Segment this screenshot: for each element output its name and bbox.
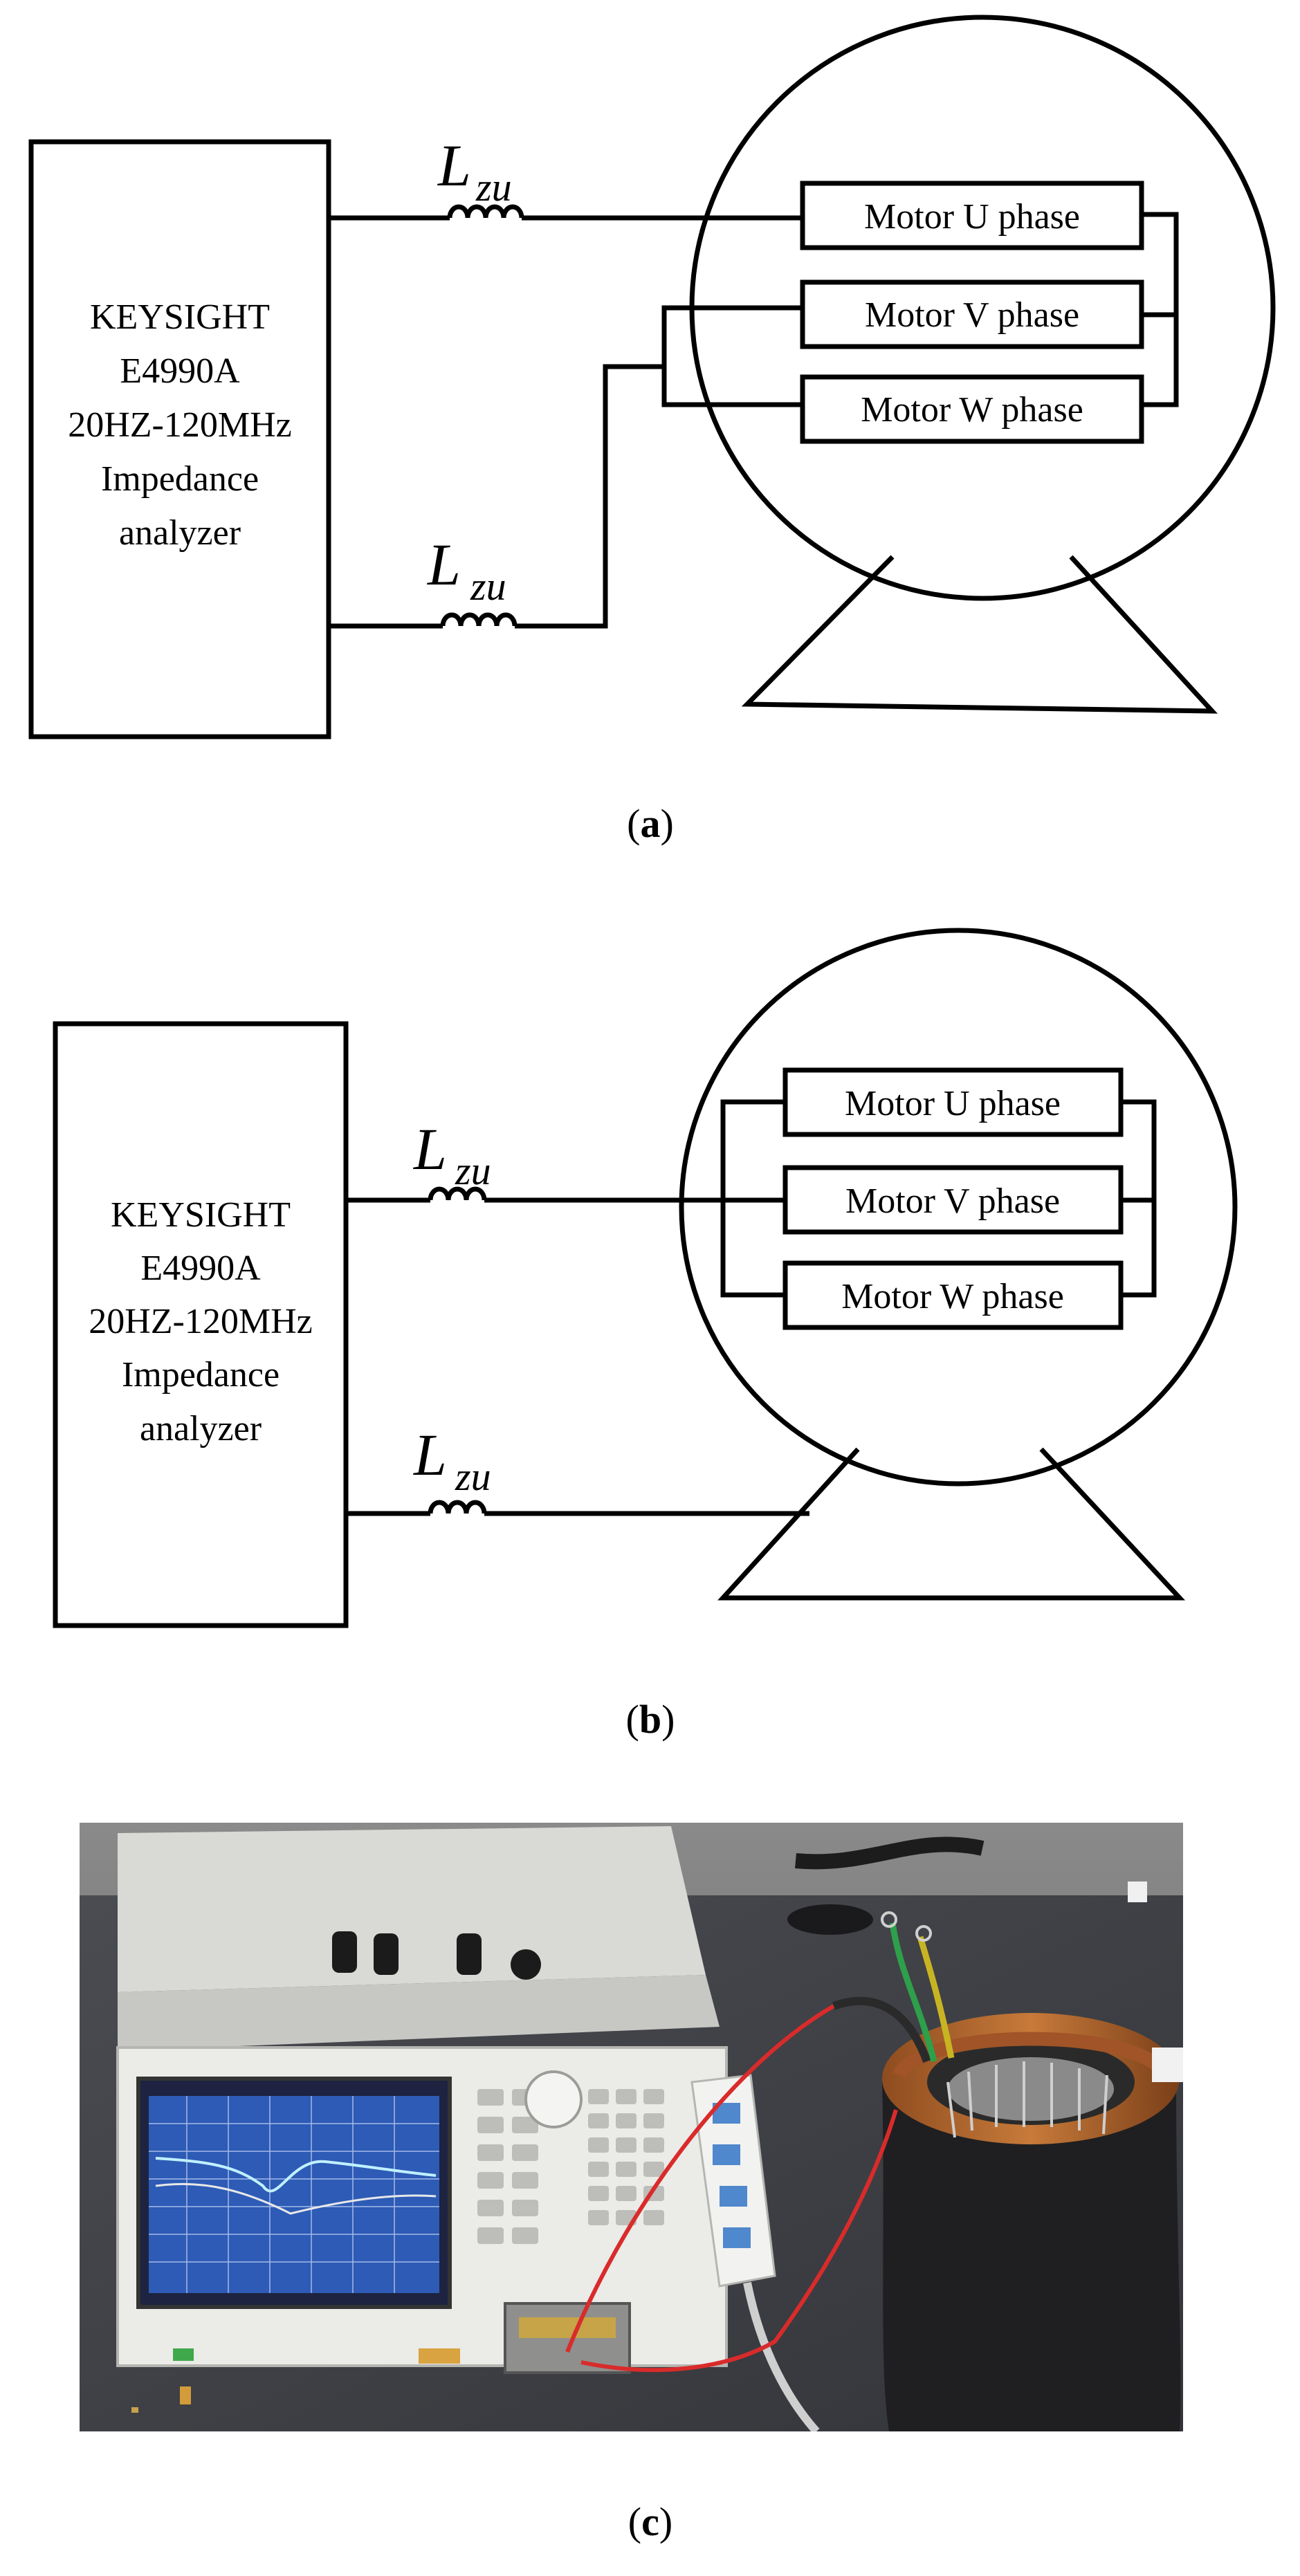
impedance-analyzer-photo [116, 1826, 728, 2374]
red-test-lead [565, 2004, 835, 2353]
phase-u-label: Motor U phase [864, 197, 1080, 237]
phase-w-label: Motor W phase [841, 1277, 1064, 1316]
motor-housing [679, 928, 1238, 1487]
panel-c-photo: (c) [80, 1823, 1183, 2544]
inductor-bottom-coil [428, 1500, 487, 1514]
analyzer-line-4: Impedance [122, 1355, 280, 1395]
caption-c: (c) [628, 2499, 672, 2544]
analyzer-line-5: analyzer [140, 1409, 262, 1448]
panel-a: KEYSIGHT E4990A 20HZ-120MHz Impedance an… [28, 15, 1276, 846]
analyzer-line-4: Impedance [101, 459, 259, 499]
inductor-bottom-subscript: zu [470, 564, 506, 609]
inductor-top-coil [428, 1186, 487, 1201]
red-test-lead [580, 2109, 898, 2373]
inductor-top-coil [447, 204, 524, 219]
rotary-knob [524, 2070, 583, 2128]
inductor-bottom-subscript: zu [455, 1454, 491, 1499]
connector-knob [511, 1949, 541, 1980]
panel-b: KEYSIGHT E4990A 20HZ-120MHz Impedance an… [53, 928, 1238, 1742]
inductor-bottom-label: L [412, 1422, 447, 1488]
caption-a: (a) [627, 801, 674, 846]
table-hole [787, 1904, 873, 1935]
analyzer-line-2: E4990A [140, 1249, 261, 1288]
analyzer-line-1: KEYSIGHT [111, 1195, 291, 1235]
phase-w-label: Motor W phase [861, 390, 1083, 430]
analyzer-keypad [477, 2089, 664, 2244]
analyzer-box [28, 139, 331, 739]
connector-knob [457, 1933, 482, 1975]
analyzer-line-5: analyzer [119, 513, 241, 553]
impedance-trace [155, 2157, 437, 2193]
analyzer-line-3: 20HZ-120MHz [68, 405, 292, 445]
motor-base [717, 1447, 1186, 1601]
inductor-top-label: L [412, 1116, 447, 1182]
analyzer-line-3: 20HZ-120MHz [89, 1302, 313, 1341]
analyzer-line-1: KEYSIGHT [90, 297, 270, 337]
power-strip-photo [690, 2074, 820, 2431]
phase-v-label: Motor V phase [845, 1181, 1060, 1221]
connector-knob [332, 1931, 357, 1973]
connector-knob [374, 1933, 399, 1975]
analyzer-label: KEYSIGHT E4990A 20HZ-120MHz Impedance an… [68, 297, 292, 553]
analyzer-line-2: E4990A [120, 351, 240, 391]
phase-u-label: Motor U phase [845, 1084, 1061, 1123]
inductor-top-label: L [437, 132, 471, 199]
caption-b: (b) [626, 1697, 675, 1742]
phase-v-label: Motor V phase [865, 295, 1079, 335]
inductor-top-subscript: zu [455, 1148, 491, 1193]
phase-w-box [800, 374, 1144, 444]
analyzer-box [53, 1021, 349, 1628]
inductor-bottom-coil [440, 612, 518, 627]
analyzer-label: KEYSIGHT E4990A 20HZ-120MHz Impedance an… [89, 1195, 313, 1448]
motor-stator-photo [882, 1882, 1183, 2431]
inductor-bottom-label: L [426, 531, 461, 598]
motor-base [741, 555, 1218, 714]
inductor-top-subscript: zu [475, 165, 512, 210]
